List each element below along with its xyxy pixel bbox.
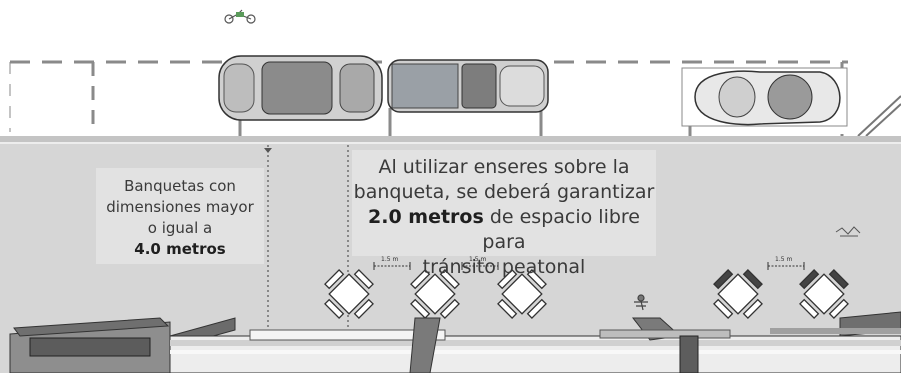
ramp-lines bbox=[857, 95, 901, 137]
label-bold-value: 2.0 metros bbox=[368, 206, 484, 228]
dimension-label: 1.5 m bbox=[381, 256, 399, 263]
label-bold-value: 4.0 metros bbox=[134, 240, 226, 258]
label-line: tránsito peatonal bbox=[422, 256, 586, 278]
cafe-table-set bbox=[324, 269, 849, 319]
dimension-label: 1.5 m bbox=[469, 256, 487, 263]
parked-car-suv bbox=[218, 55, 383, 121]
parked-car-beetle bbox=[681, 67, 848, 127]
label-line: dimensiones mayor bbox=[106, 198, 254, 216]
pedestrian-sketch-icon bbox=[634, 294, 648, 311]
label-line: banqueta, se deberá garantizar bbox=[353, 181, 655, 203]
dimension-label: 1.5 m bbox=[775, 256, 793, 263]
label-line: Banquetas con bbox=[124, 177, 236, 195]
label-line: o igual a bbox=[147, 219, 213, 237]
building-facade bbox=[9, 311, 901, 373]
sidewalk-width-label: Banquetas con dimensiones mayor o igual … bbox=[96, 168, 264, 264]
bicycle-icon bbox=[224, 9, 256, 24]
curb bbox=[0, 136, 901, 142]
free-space-label: Al utilizar enseres sobre la banqueta, s… bbox=[352, 150, 656, 278]
dimension-ticks bbox=[373, 262, 805, 270]
label-line: de espacio libre para bbox=[482, 206, 640, 253]
parked-pickup-truck bbox=[387, 59, 549, 113]
plant-sketch-icon bbox=[835, 226, 861, 237]
label-line: Al utilizar enseres sobre la bbox=[378, 156, 630, 178]
